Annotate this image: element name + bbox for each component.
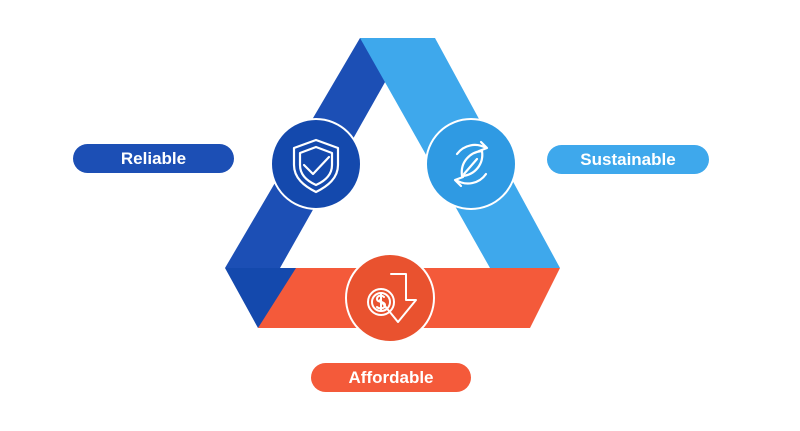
affordable-node [345,253,435,343]
reliable-label: Reliable [73,144,234,173]
sustainable-label: Sustainable [547,145,709,174]
sustainable-node [425,118,517,210]
reliable-node [270,118,362,210]
dollar-down-arrow-icon [367,273,417,323]
reliable-band-lower [225,268,303,328]
leaf-cycle-icon [453,140,489,188]
affordable-label: Affordable [311,363,471,392]
shield-check-icon [292,138,340,194]
